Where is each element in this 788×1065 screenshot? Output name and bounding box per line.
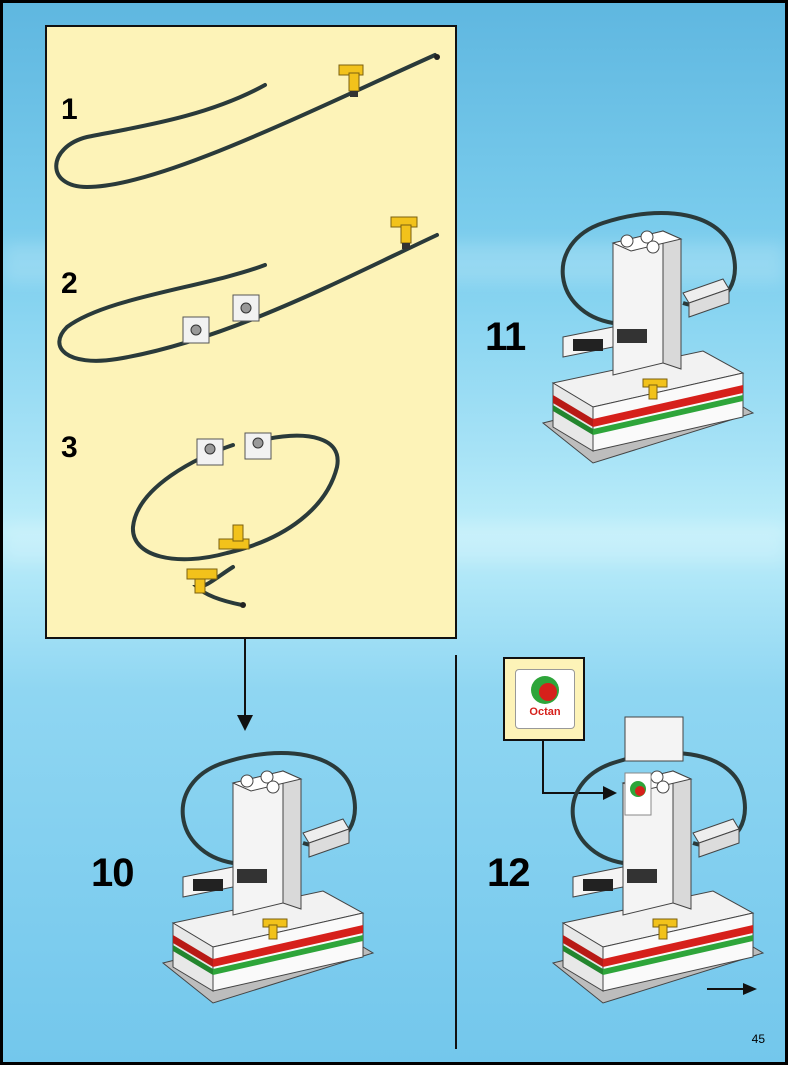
step-11-number: 11 bbox=[485, 315, 526, 359]
fuel-pump-step10 bbox=[161, 751, 375, 1005]
subassembly-panel: 1 2 3 bbox=[45, 25, 457, 639]
substep-1-number: 1 bbox=[61, 93, 78, 126]
sticker-callout: Octan bbox=[503, 657, 585, 741]
hose-loop-step3 bbox=[130, 432, 340, 608]
substep-2-number: 2 bbox=[61, 267, 78, 300]
octan-logo-icon bbox=[531, 676, 559, 704]
substep-3-number: 3 bbox=[61, 431, 78, 464]
hose-assembly-illustrations bbox=[54, 53, 440, 608]
octan-logo-text: Octan bbox=[529, 706, 561, 718]
hose-with-nozzle-step1 bbox=[54, 53, 440, 190]
step-12-number: 12 bbox=[487, 851, 530, 895]
fuel-pump-step12 bbox=[551, 751, 765, 1005]
step-10-number: 10 bbox=[91, 851, 134, 895]
octan-sticker: Octan bbox=[515, 669, 575, 729]
column-divider bbox=[455, 655, 457, 1049]
hose-with-bricks-step2 bbox=[57, 216, 439, 363]
page-number: 45 bbox=[751, 1032, 765, 1046]
